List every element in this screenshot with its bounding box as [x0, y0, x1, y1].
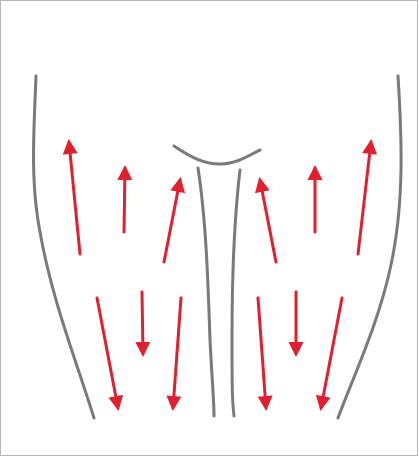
arrow-up-3 — [164, 180, 180, 262]
arrow-down-3 — [173, 298, 181, 408]
arrow-up-4 — [260, 180, 276, 262]
arrow-up-1 — [69, 142, 80, 254]
arrow-down-4 — [258, 298, 266, 408]
body-outline — [34, 76, 402, 418]
arrow-up-2 — [124, 168, 125, 232]
arrow-down-6 — [321, 298, 342, 408]
arrow-group — [69, 142, 371, 408]
center-line-right — [232, 170, 240, 416]
left-side-contour — [34, 76, 95, 418]
arrow-up-6 — [358, 142, 371, 254]
right-side-contour — [338, 76, 401, 418]
navel-curve — [174, 146, 260, 164]
center-line-left — [198, 168, 214, 416]
arrow-down-1 — [97, 298, 118, 408]
arrow-down-2 — [142, 292, 143, 354]
